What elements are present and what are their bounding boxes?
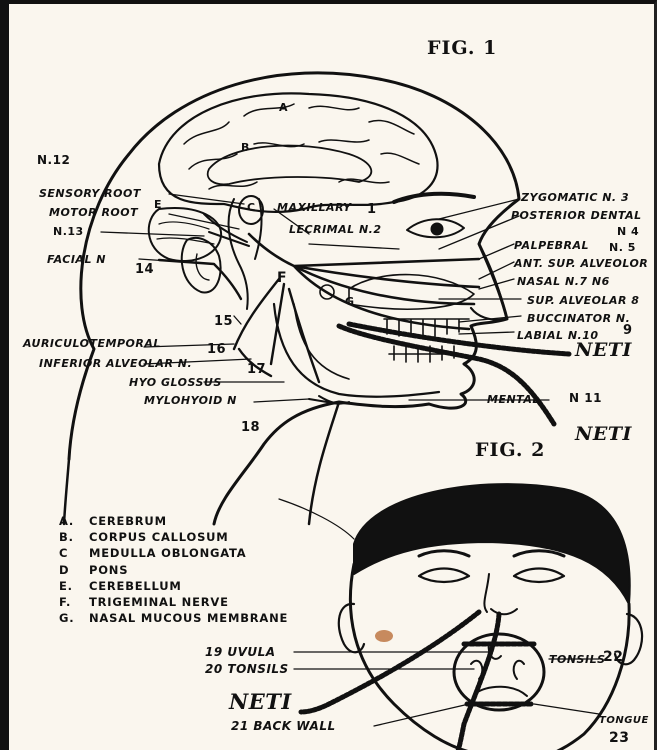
label-tonsils: 20 TONSILS: [205, 663, 289, 675]
fig2-nose: [484, 574, 517, 614]
letter-a: A: [279, 102, 288, 114]
label-n22: 22: [603, 651, 623, 663]
label-nasal: NASAL N.7 N6: [517, 276, 610, 288]
label-n14: 14: [135, 264, 154, 276]
label-auriculotemporal: AURICULOTEMPORAL: [23, 338, 161, 350]
corpus-callosum: [208, 146, 372, 185]
label-tongue: TONGUE: [599, 715, 649, 727]
legend: A.CEREBRUM B.CORPUS CALLOSUM CMEDULLA OB…: [59, 514, 288, 627]
label-n18: 18: [241, 422, 260, 434]
label-maxillary: MAXILLARY: [277, 202, 352, 214]
label-n11: N 11: [569, 392, 602, 404]
connector: [279, 499, 354, 539]
label-lecrimal: LECRIMAL N.2: [289, 224, 382, 236]
label-facial-n: FACIAL N: [47, 254, 106, 266]
neck-front: [309, 402, 339, 524]
fig2-tongue: [474, 687, 527, 696]
label-tonsils-right: TONSILS: [549, 654, 606, 666]
fig1-title: FIG. 1: [427, 42, 497, 54]
label-n17: 17: [247, 364, 266, 376]
label-n5: N. 5: [609, 242, 636, 254]
label-n4: N 4: [617, 226, 639, 238]
letter-g: G: [345, 296, 355, 308]
neti-label-3: NETI: [229, 696, 292, 708]
label-back-wall: 21 BACK WALL: [231, 720, 336, 732]
label-n9: 9: [623, 325, 633, 337]
label-buccinator: BUCCINATOR N.: [527, 313, 630, 325]
legend-item: A.CEREBRUM: [59, 514, 288, 530]
label-n23: 23: [609, 732, 629, 744]
label-sensory-root: SENSORY ROOT: [39, 188, 141, 200]
label-hyo-glossus: HYO GLOSSUS: [129, 377, 222, 389]
neti-label-1: NETI: [575, 344, 632, 356]
label-n13: N.13: [53, 226, 84, 238]
label-posterior-dental: POSTERIOR DENTAL: [511, 210, 642, 222]
paper-stain: [375, 630, 393, 642]
label-inferior-alveolar: INFERIOR ALVEOLAR N.: [39, 358, 192, 370]
label-uvula: 19 UVULA: [205, 646, 276, 658]
legend-item: F.TRIGEMINAL NERVE: [59, 595, 288, 611]
legend-item: E.CEREBELLUM: [59, 579, 288, 595]
label-n16: 16: [207, 344, 226, 356]
letter-c: C: [247, 202, 256, 214]
fig2-title: FIG. 2: [475, 444, 545, 456]
cerebrum-outline: [159, 93, 438, 212]
label-motor-root: MOTOR ROOT: [49, 207, 138, 219]
neti-label-2: NETI: [575, 428, 632, 440]
legend-item: G.NASAL MUCOUS MEMBRANE: [59, 611, 288, 627]
legend-item: CMEDULLA OBLONGATA: [59, 546, 288, 562]
letter-b: B: [241, 142, 250, 154]
jaw-inner: [294, 304, 349, 379]
label-mental: MENTAL: [487, 394, 540, 406]
mental-nerve: [309, 396, 349, 404]
fig2-brows: [419, 551, 564, 556]
label-n12: N.12: [37, 154, 70, 166]
brainstem: [229, 199, 262, 309]
label-n1: 1: [367, 204, 377, 216]
label-zygomatic: ZYGOMATIC N. 3: [521, 192, 629, 204]
label-mylohyoid: MYLOHYOID N: [144, 395, 237, 407]
anatomy-line-art: [9, 4, 657, 750]
label-sup-alveolar: SUP. ALVEOLAR 8: [527, 295, 639, 307]
fig2-tonsils: [471, 661, 524, 679]
fig2-neti-cord-1: [301, 612, 479, 712]
letter-e: E: [154, 199, 162, 211]
fig2-hair: [354, 484, 630, 604]
legend-item: DPONS: [59, 563, 288, 579]
facial-nerve: [159, 260, 241, 299]
iris: [431, 223, 443, 235]
fig2-eyes: [419, 569, 564, 583]
label-palpebral: PALPEBRAL: [514, 240, 589, 252]
letter-f: F: [277, 272, 287, 284]
legend-item: B.CORPUS CALLOSUM: [59, 530, 288, 546]
label-n15: 15: [214, 316, 233, 328]
label-ant-sup-alveolor: ANT. SUP. ALVEOLOR: [514, 258, 648, 270]
